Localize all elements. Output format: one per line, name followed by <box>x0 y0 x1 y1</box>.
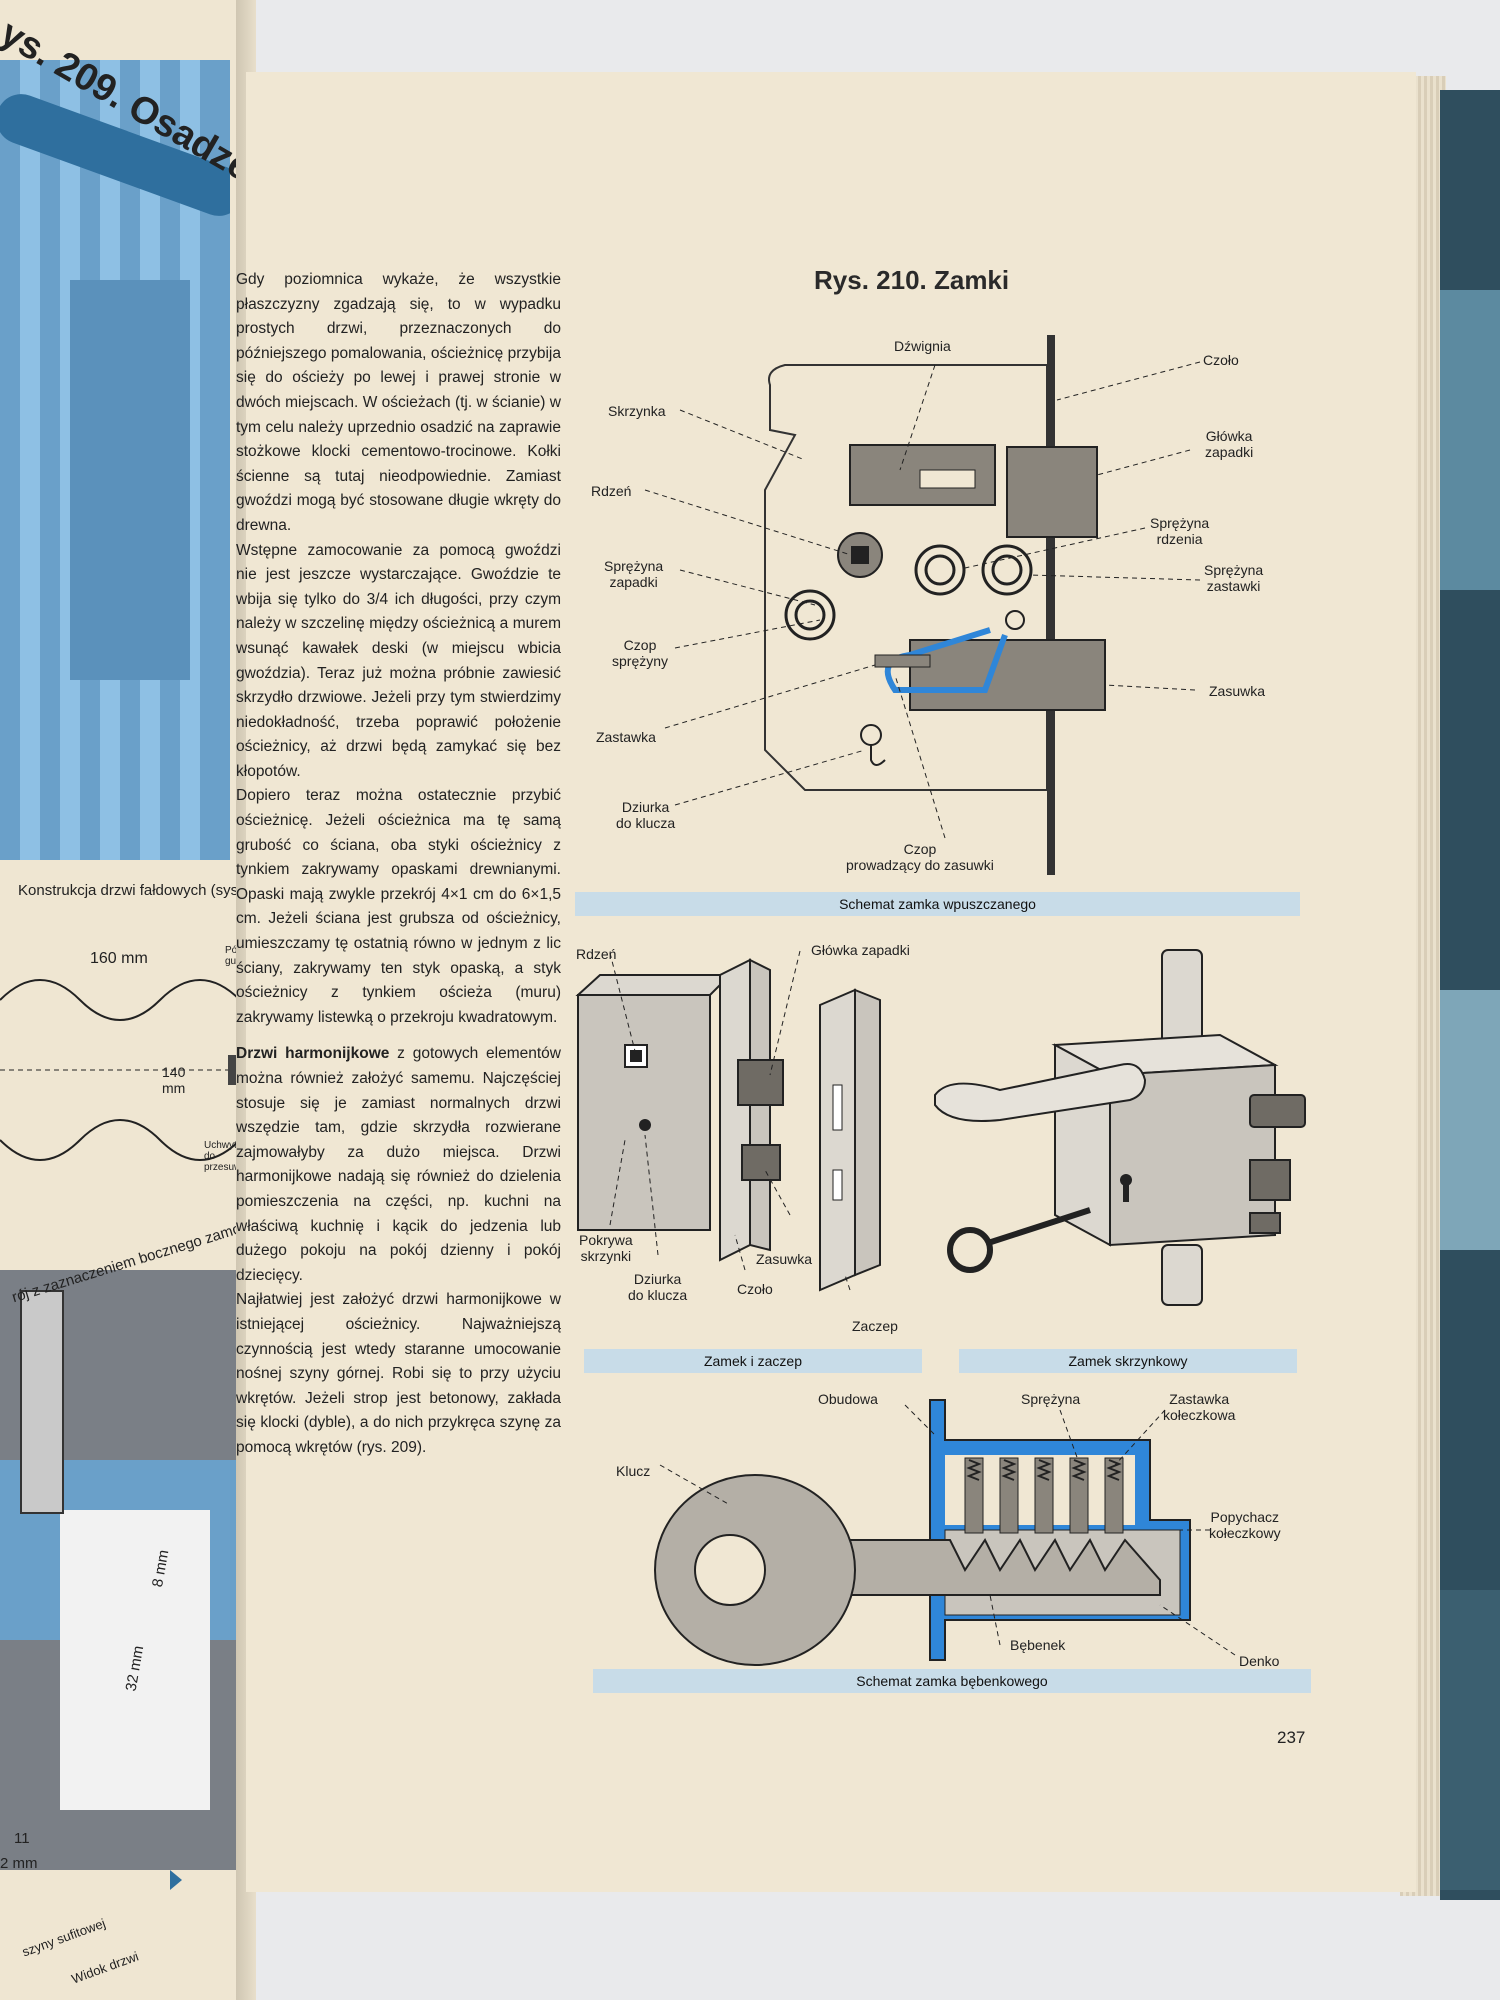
cylinder-lock-schematic <box>654 1399 1236 1666</box>
caption-lock-and-strike: Zamek i zaczep <box>584 1349 922 1373</box>
dimension-2: 2 mm <box>0 1855 38 1872</box>
arrow-icon <box>170 1870 182 1890</box>
label-bebenek: Bębenek <box>1010 1637 1066 1653</box>
label-denko: Denko <box>1239 1653 1280 1669</box>
label-czop-prowadzacy: Czop prowadzący do zasuwki <box>846 841 994 873</box>
label-rope: Pół gumow <box>225 945 245 967</box>
dimension-140: 140 mm <box>162 1064 186 1096</box>
label-pokrywa-skrzynki: Pokrywa skrzynki <box>579 1232 633 1264</box>
lock-and-strike-illustration <box>575 950 881 1292</box>
label-obudowa: Obudowa <box>818 1391 878 1407</box>
section-heading: Drzwi harmonijkowe <box>236 1045 390 1063</box>
label-zastawka-koleczkowa: Zastawka kołeczkowa <box>1163 1391 1236 1423</box>
label-handle: Uchwyt do przesuwania <box>204 1140 245 1173</box>
body-text-column: Gdy poziomnica wykaże, że wszystkie płas… <box>236 268 561 1461</box>
paragraph-section: Drzwi harmonijkowe z gotowych elementów … <box>236 1042 561 1288</box>
label-czolo: Czoło <box>1203 352 1239 368</box>
paragraph-text: z gotowych elementów można również założ… <box>236 1045 561 1284</box>
label-sprezyna-zastawki: Sprężyna zastawki <box>1204 562 1264 594</box>
label-sprezyna: Sprężyna <box>1021 1391 1081 1407</box>
dimension-11: 11 <box>14 1830 30 1847</box>
figure-title: Rys. 210. Zamki <box>814 265 1010 295</box>
dimension-160: 160 mm <box>90 950 148 967</box>
caption-box-lock: Zamek skrzynkowy <box>959 1349 1297 1373</box>
label-dzwignia: Dźwignia <box>894 338 951 354</box>
paragraph: Wstępne zamocowanie za pomocą gwoździ ni… <box>236 541 561 780</box>
caption-mortise: Schemat zamka wpuszczanego <box>575 892 1300 916</box>
label-rdzen: Rdzeń <box>591 483 632 499</box>
paragraph: Najłatwiej jest założyć drzwi harmonijko… <box>236 1291 561 1456</box>
label-rdzen-2: Rdzeń <box>576 946 617 962</box>
label-dziurka-do-klucza-2: Dziurka do klucza <box>628 1271 688 1303</box>
left-page: ys. 209. Osadzenie drzwi Konstrukcja drz… <box>0 0 245 2000</box>
mortise-lock-schematic <box>644 335 1201 875</box>
box-lock-illustration <box>934 949 1306 1306</box>
label-sprezyna-rdzenia: Sprężyna rdzenia <box>1150 515 1210 547</box>
label-glowka-zapadki: Główka zapadki <box>1205 428 1254 460</box>
label-zaczep: Zaczep <box>852 1318 898 1334</box>
label-zasuwka-2: Zasuwka <box>756 1251 813 1267</box>
label-skrzynka: Skrzynka <box>608 403 666 419</box>
label-zasuwka: Zasuwka <box>1209 683 1266 699</box>
paragraph: Dopiero teraz można ostatecznie przybić … <box>236 787 561 1026</box>
label-sprezyna-zapadki: Sprężyna zapadki <box>604 558 664 590</box>
label-czop-sprezyny: Czop sprężyny <box>612 637 669 669</box>
book-cover-edge <box>1440 90 1500 1900</box>
caption-cylinder: Schemat zamka bębenkowego <box>593 1669 1311 1693</box>
label-glowka-zapadki-2: Główka zapadki <box>811 942 910 958</box>
label-czolo-2: Czoło <box>737 1281 773 1297</box>
paragraph: Gdy poziomnica wykaże, że wszystkie płas… <box>236 271 561 534</box>
left-rail-illustration <box>0 1270 245 1870</box>
rail-label: szyny sufitowej <box>20 1915 108 1960</box>
label-dziurka-do-klucza: Dziurka do klucza <box>616 799 676 831</box>
left-door-illustration <box>0 60 230 860</box>
label-zastawka: Zastawka <box>596 729 656 745</box>
label-popychacz-koleczkowy: Popychacz kołeczkowy <box>1209 1509 1281 1541</box>
page-number: 237 <box>1277 1728 1306 1747</box>
view-label: Widok drzwi <box>69 1948 141 1987</box>
label-klucz: Klucz <box>616 1463 651 1479</box>
left-caption: Konstrukcja drzwi fałdowych (systemu Kut… <box>18 882 245 899</box>
